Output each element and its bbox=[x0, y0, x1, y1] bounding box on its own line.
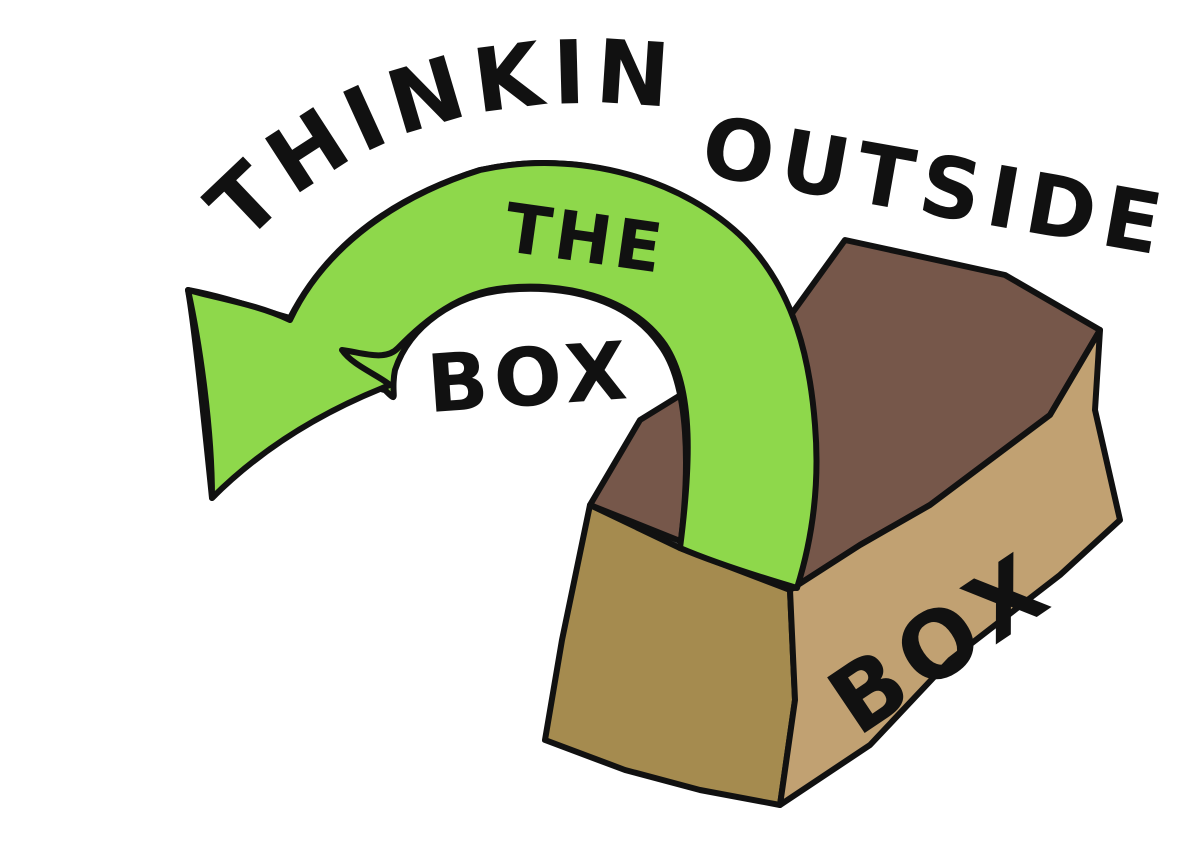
cardboard-box bbox=[542, 237, 1123, 808]
headline-word-outside: OUTSIDE bbox=[695, 97, 1177, 275]
headline-word-box: BOX bbox=[424, 324, 636, 431]
green-arrow-body bbox=[185, 160, 820, 591]
box-side-face bbox=[777, 327, 1123, 808]
